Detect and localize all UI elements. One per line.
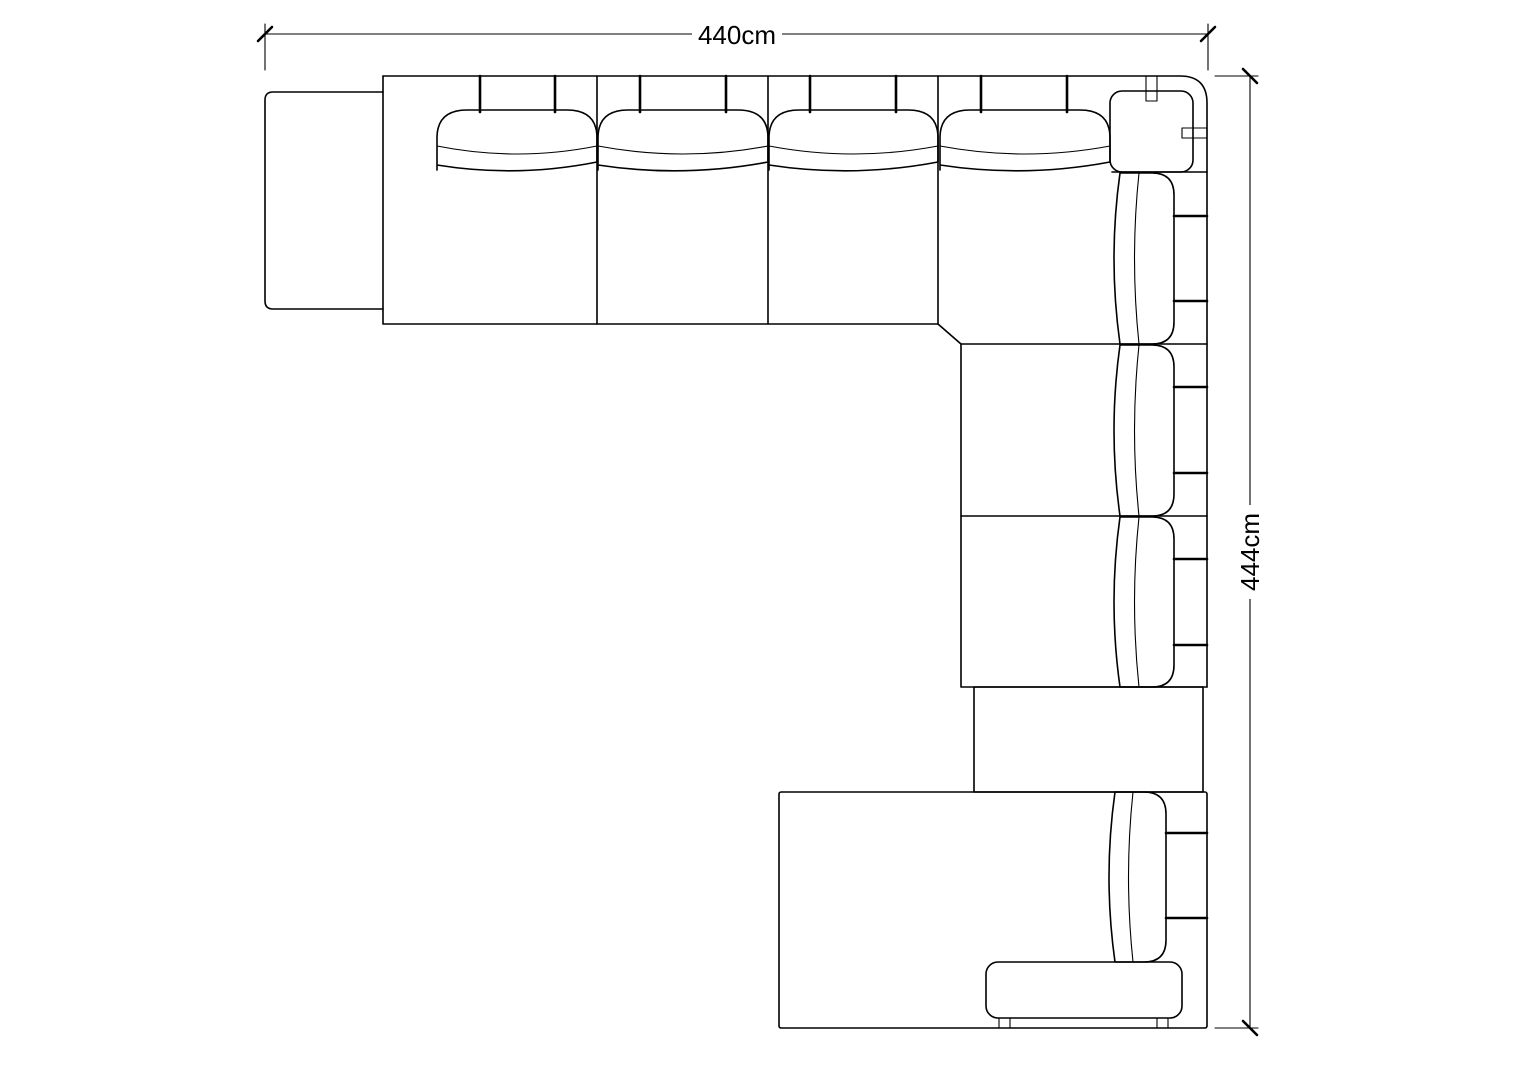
cushion-group — [436, 74, 1209, 963]
depth-label-background — [1236, 505, 1264, 599]
back-cushion-3 — [768, 109, 939, 172]
chaise-front-cushion — [985, 961, 1183, 1019]
side-cushion-seam-3 — [1133, 516, 1140, 688]
side-cushion-seam-2 — [1133, 344, 1140, 517]
width-tick-left — [256, 25, 274, 43]
side-cushion-seam-4 — [1127, 791, 1134, 963]
depth-tick-bottom — [1241, 1019, 1259, 1037]
side-cushion-2 — [1113, 344, 1175, 517]
middle-connector-module — [973, 686, 1204, 793]
side-cushion-seam-1 — [1133, 172, 1140, 345]
back-cushion-2 — [597, 109, 769, 172]
chaise-foot-right — [1156, 1017, 1169, 1029]
back-cushion-4 — [939, 109, 1111, 172]
width-dimension: 440cm — [256, 20, 1217, 71]
side-cushion-3 — [1113, 516, 1175, 688]
depth-dimension: 444cm — [1214, 67, 1265, 1037]
back-cushion-seam-2 — [597, 145, 769, 155]
back-cushion-seam-4 — [939, 145, 1111, 155]
depth-label: 444cm — [1235, 513, 1265, 591]
width-label: 440cm — [698, 20, 776, 50]
width-tick-right — [1199, 25, 1217, 43]
back-cushion-seam-3 — [768, 145, 939, 155]
left-ottoman — [264, 91, 384, 310]
back-cushion-seam-1 — [436, 145, 598, 155]
back-cushion-1 — [436, 109, 598, 172]
width-label-background — [692, 22, 782, 46]
top-row-outline — [382, 75, 1208, 688]
corner-tab-top — [1145, 75, 1158, 102]
chaise-foot-left — [998, 1017, 1011, 1029]
corner-cushion — [1109, 90, 1194, 173]
side-cushion-1 — [1113, 172, 1175, 345]
depth-tick-top — [1241, 67, 1259, 85]
corner-tab-right — [1181, 127, 1208, 139]
chaise-module — [778, 791, 1208, 1029]
side-cushion-4 — [1108, 791, 1167, 963]
